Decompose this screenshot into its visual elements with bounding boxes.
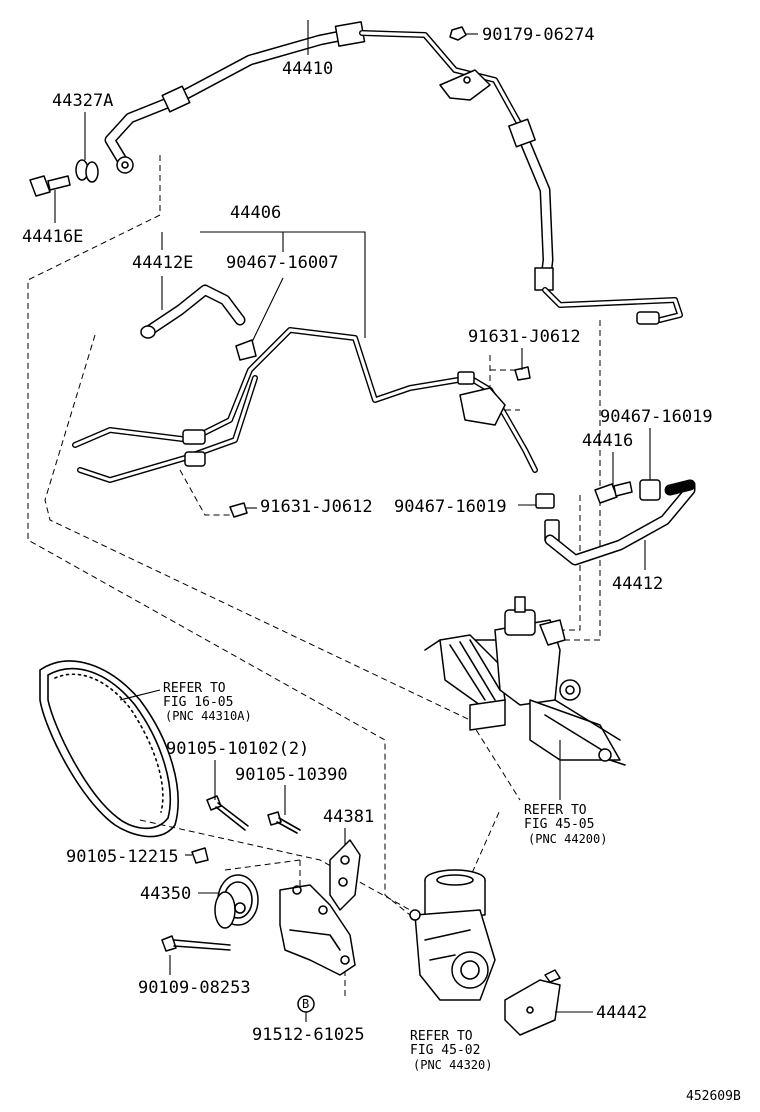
bolt-91512-61025-b-marker[interactable]: B (297, 995, 315, 1013)
label-90467-16019-right[interactable]: 90467-16019 (600, 407, 713, 427)
ref-pump-line2[interactable]: FIG 45-02 (410, 1043, 480, 1058)
label-44412[interactable]: 44412 (612, 574, 663, 594)
label-44381[interactable]: 44381 (323, 807, 374, 827)
gasket-44327A-icon[interactable] (75, 159, 99, 183)
union-44416-icon[interactable] (594, 481, 633, 504)
bracket-44381[interactable] (329, 839, 361, 911)
hose-44412E[interactable] (140, 284, 246, 339)
ref-belt-line2[interactable]: FIG 16-05 (163, 695, 233, 710)
label-90467-16007[interactable]: 90467-16007 (226, 253, 339, 273)
label-90105-10102[interactable]: 90105-10102(2) (166, 739, 309, 759)
bolt-90105-12215-icon[interactable] (191, 847, 209, 864)
diagram-code: 452609B (686, 1089, 741, 1104)
label-90105-12215[interactable]: 90105-12215 (66, 847, 179, 867)
label-90109-08253[interactable]: 90109-08253 (138, 978, 251, 998)
bolt-90179-06274-icon[interactable] (449, 26, 467, 41)
drive-belt (39, 660, 179, 838)
clip-90467-16007-icon[interactable] (235, 339, 257, 361)
ref-gear-line2[interactable]: FIG 45-05 (524, 817, 594, 832)
label-90467-16019-center[interactable]: 90467-16019 (394, 497, 507, 517)
bolt-90105-10390-icon[interactable] (267, 811, 301, 834)
ref-gear-line1[interactable]: REFER TO (524, 803, 587, 818)
bracket-44442[interactable] (504, 969, 561, 1036)
label-44416E[interactable]: 44416E (22, 227, 83, 247)
label-44412E[interactable]: 44412E (132, 253, 193, 273)
label-44406[interactable]: 44406 (230, 203, 281, 223)
label-91512-61025[interactable]: 91512-61025 (252, 1025, 365, 1045)
return-tube-44406[interactable] (72, 327, 538, 483)
part-number-labels: 44410 90179-06274 44327A 44416E 44406 44… (22, 25, 741, 1104)
label-44410[interactable]: 44410 (282, 59, 333, 79)
label-44416[interactable]: 44416 (582, 431, 633, 451)
steering-gear-assembly[interactable] (424, 596, 626, 766)
b-marker-label: B (302, 997, 309, 1011)
label-44442[interactable]: 44442 (596, 1003, 647, 1023)
vane-pump-assembly[interactable] (409, 869, 496, 1001)
union-bolt-44416E-icon[interactable] (29, 175, 71, 197)
dashed-reference-lines (27, 155, 601, 1000)
pump-bracket[interactable] (279, 884, 356, 976)
ref-belt-line1[interactable]: REFER TO (163, 681, 226, 696)
ref-gear-line3[interactable]: (PNC 44200) (528, 832, 607, 846)
clip-90467-16019-right-icon[interactable] (639, 479, 661, 501)
idler-pulley-44350[interactable] (214, 874, 259, 929)
pressure-hose-44410[interactable] (104, 21, 683, 325)
ref-pump-line3[interactable]: (PNC 44320) (413, 1058, 492, 1072)
bolt-90109-08253-icon[interactable] (161, 935, 231, 952)
label-44350[interactable]: 44350 (140, 884, 191, 904)
leader-lines (54, 20, 651, 1022)
bolt-90105-10102-icon[interactable] (206, 795, 249, 831)
label-44327A[interactable]: 44327A (52, 91, 113, 111)
label-91631-J0612-left[interactable]: 91631-J0612 (260, 497, 373, 517)
clip-90467-16019-center-icon[interactable] (535, 493, 560, 543)
ref-pump-line1[interactable]: REFER TO (410, 1029, 473, 1044)
bolt-91631-J0612-left-icon[interactable] (229, 502, 248, 518)
hose-44412[interactable] (544, 479, 696, 566)
label-90179-06274[interactable]: 90179-06274 (482, 25, 595, 45)
bolt-91631-J0612-top-icon[interactable] (514, 366, 531, 381)
label-91631-J0612-top[interactable]: 91631-J0612 (468, 327, 581, 347)
label-90105-10390[interactable]: 90105-10390 (235, 765, 348, 785)
ref-belt-line3[interactable]: (PNC 44310A) (165, 709, 252, 723)
